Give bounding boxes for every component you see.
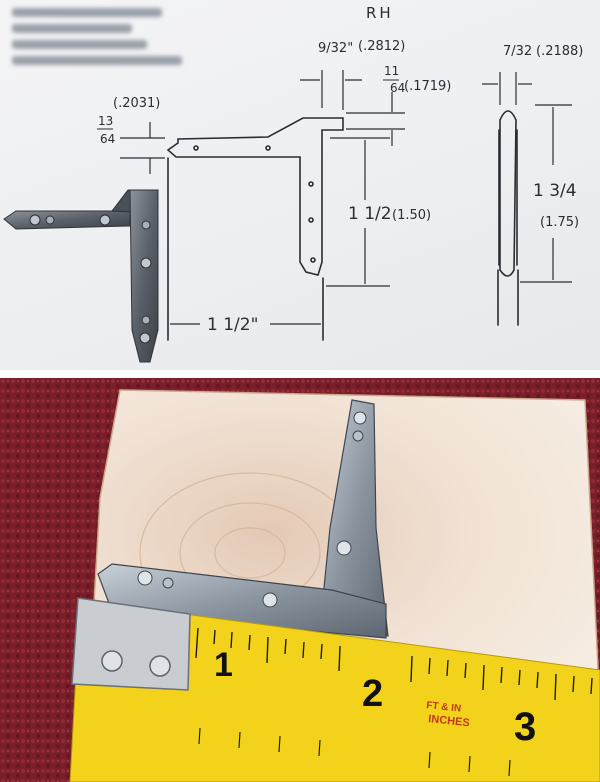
dim-side-height-label: 1 3/4 [533, 181, 577, 201]
header-label: RH [366, 4, 394, 22]
tape-text-inches: INCHES [428, 713, 471, 729]
metal-corner-part [3, 189, 159, 363]
pencil-outline-side [497, 110, 519, 326]
dim-tab-width-decimal: (.2812) [358, 39, 405, 54]
dim-side-width [482, 72, 532, 105]
pencil-outline-front [166, 117, 344, 341]
drawing-canvas: RH [3, 4, 583, 363]
dim-top-thickness [120, 122, 165, 174]
dim-arm-length-label: 1 1/2" [207, 315, 258, 335]
dim-leg-height-label: 1 1/2 [348, 204, 392, 224]
dim-leg-height-decimal: (1.50) [392, 208, 431, 223]
dim-tab-gap-num: 11 [384, 64, 399, 78]
photo-divider [0, 370, 600, 378]
dim-top-thickness-decimal: (.2031) [113, 96, 160, 111]
tape-measure: 1 2 3 FT & IN INCHES [69, 597, 600, 782]
blurred-address [12, 8, 182, 65]
tape-ticks [195, 627, 593, 701]
corner-bracket [97, 399, 389, 639]
tape-number-3: 3 [514, 705, 536, 749]
dim-side-height-decimal: (1.75) [540, 215, 579, 230]
measurement-canvas: 1 2 3 FT & IN INCHES [0, 378, 600, 782]
dim-leg-height [326, 137, 390, 287]
tape-number-2: 2 [362, 673, 383, 715]
dim-tab-gap-decimal: (.1719) [404, 79, 451, 94]
dim-side-height [520, 104, 572, 283]
tape-number-1: 1 [214, 646, 233, 684]
drawing-photo: RH [0, 0, 600, 370]
dim-tab-width-fraction: 9/32" [318, 41, 353, 56]
dim-tab-gap [346, 92, 405, 146]
dim-top-thickness-den: 64 [100, 132, 115, 146]
tape-ticks-lower [198, 727, 511, 777]
tape-text-ftin: FT & IN [426, 700, 462, 715]
dim-tab-gap-den: 64 [390, 81, 405, 95]
dim-top-thickness-num: 13 [98, 114, 113, 128]
dim-side-width-decimal: (.2188) [536, 44, 583, 59]
dim-side-width-fraction: 7/32 [503, 44, 532, 59]
dim-tab-width [300, 70, 362, 110]
measurement-photo: 1 2 3 FT & IN INCHES [0, 378, 600, 782]
